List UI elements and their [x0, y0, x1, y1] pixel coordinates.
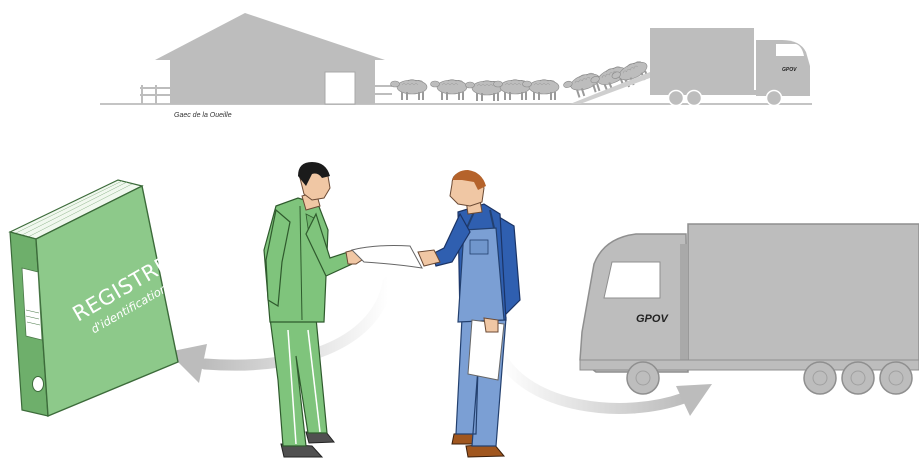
small-truck-label: GPOV — [782, 67, 797, 73]
truck-icon: GPOV — [580, 224, 919, 394]
farmer-icon — [264, 162, 368, 457]
register-book-icon: REGISTRE d'identification — [10, 180, 182, 416]
truck-icon: GPOV — [650, 28, 810, 106]
large-truck-label: GPOV — [636, 313, 669, 325]
sheep-flock — [391, 58, 652, 101]
sheep-icon — [391, 80, 428, 101]
sheep-icon — [431, 80, 468, 101]
farm-scene: Gaec de la Oueille GPOV — [100, 13, 812, 119]
barn-icon — [140, 13, 392, 104]
farm-name-label: Gaec de la Oueille — [174, 112, 232, 119]
document-icon — [352, 246, 422, 269]
transporter-icon — [418, 170, 520, 457]
